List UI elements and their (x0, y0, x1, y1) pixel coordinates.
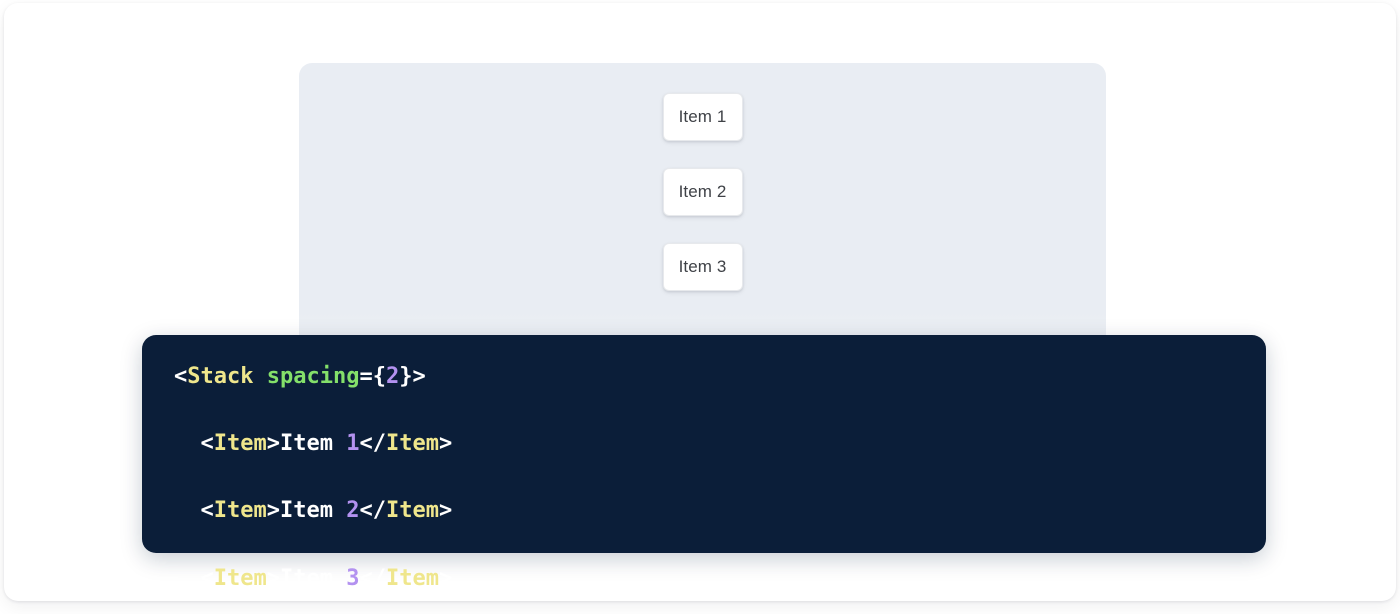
code-token-punct: > (438, 498, 453, 524)
code-line: <Item>Item 1</Item> (174, 427, 1266, 461)
code-token-punct: </ (359, 498, 386, 524)
code-token-punct: > (266, 431, 280, 457)
code-token-punct: </ (359, 565, 386, 591)
code-token-punct: < (200, 498, 214, 524)
stack-item[interactable]: Item 2 (662, 168, 743, 216)
stack-item-label: Item 1 (678, 107, 727, 126)
code-listing[interactable]: <Stack spacing={2}> <Item>Item 1</Item> … (174, 360, 1266, 601)
code-token-punct: }> (399, 364, 426, 389)
code-line: <Item>Item 3</Item> (174, 562, 1266, 596)
code-token-num: 3 (346, 565, 360, 591)
code-line: <Stack spacing={2}> (174, 360, 1266, 394)
code-token-punct: > (266, 498, 280, 524)
stack-item[interactable]: Item 3 (662, 243, 743, 291)
code-token-text: Item (279, 498, 347, 524)
code-token-text: Item (279, 431, 347, 457)
code-token-tag: Item (213, 498, 267, 524)
component-preview-panel: Item 1 Item 2 Item 3 (299, 63, 1106, 353)
code-token-num: 2 (346, 498, 360, 524)
stack-item-label: Item 2 (678, 182, 727, 201)
stack-item[interactable]: Item 1 (662, 93, 743, 141)
code-line: <Item>Item 2</Item> (174, 494, 1266, 528)
code-token-punct: </ (359, 431, 386, 457)
code-token-tag: Stack (187, 364, 254, 389)
code-token-tag: Item (213, 431, 267, 457)
code-token-punct: > (266, 565, 280, 591)
stack-item-label: Item 3 (678, 257, 727, 276)
code-token-num: 2 (385, 364, 400, 389)
code-token-punct: < (200, 431, 214, 457)
code-token-tag: Item (385, 565, 439, 591)
code-token-tag: Item (385, 431, 439, 457)
code-token-text: Item (279, 565, 347, 591)
code-token-punct: > (438, 565, 453, 591)
code-token-punct: ={ (359, 364, 386, 389)
code-token-punct: < (200, 565, 214, 591)
code-snippet-block: <Stack spacing={2}> <Item>Item 1</Item> … (142, 335, 1266, 591)
code-token-num: 1 (346, 431, 360, 457)
code-token-attr: spacing (266, 364, 360, 389)
stack-container: Item 1 Item 2 Item 3 (299, 63, 1106, 291)
code-token-punct: < (174, 364, 188, 389)
code-token-text (253, 364, 266, 389)
code-token-tag: Item (385, 498, 439, 524)
code-token-punct: > (438, 431, 453, 457)
code-token-tag: Item (213, 565, 267, 591)
